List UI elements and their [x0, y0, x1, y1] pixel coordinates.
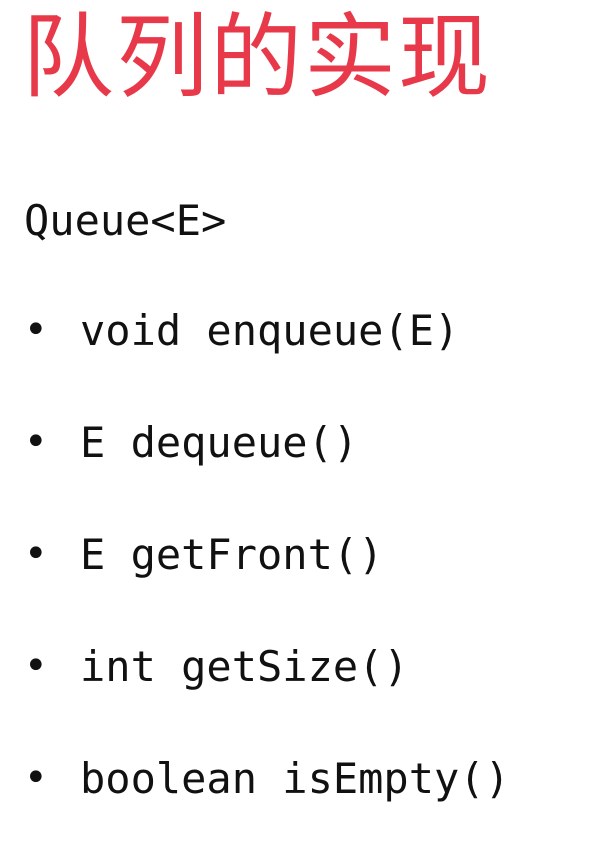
bullet-icon: •: [24, 755, 48, 801]
bullet-icon: •: [24, 531, 48, 577]
bullet-icon: •: [24, 307, 48, 353]
bullet-icon: •: [24, 419, 48, 465]
slide: 队列的实现 Queue<E> • void enqueue(E) • E deq…: [22, 4, 510, 803]
method-item-dequeue: • E dequeue(): [24, 418, 510, 530]
method-item-isempty: • boolean isEmpty(): [24, 754, 510, 866]
method-signature: int getSize(): [80, 642, 409, 691]
page-title: 队列的实现: [22, 4, 493, 111]
method-signature: boolean isEmpty(): [80, 754, 510, 803]
interface-signature: Queue<E>: [24, 196, 227, 245]
method-item-getfront: • E getFront(): [24, 530, 510, 642]
method-signature: E dequeue(): [80, 418, 359, 467]
method-signature: E getFront(): [80, 530, 384, 579]
method-list: • void enqueue(E) • E dequeue() • E getF…: [24, 306, 510, 866]
method-item-getsize: • int getSize(): [24, 642, 510, 754]
bullet-icon: •: [24, 643, 48, 689]
method-item-enqueue: • void enqueue(E): [24, 306, 510, 418]
method-signature: void enqueue(E): [80, 306, 460, 355]
